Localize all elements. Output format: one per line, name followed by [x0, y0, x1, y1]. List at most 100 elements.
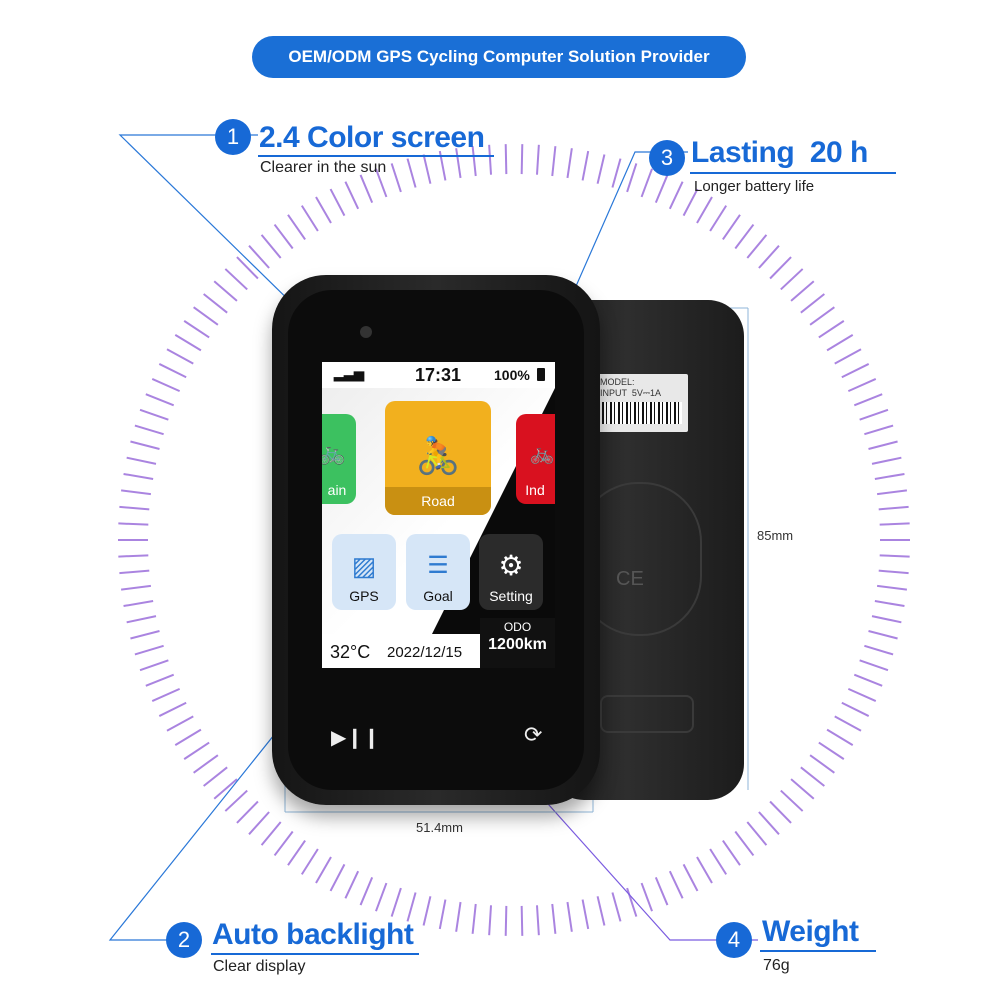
ring-tick: [329, 188, 346, 217]
ring-tick: [668, 870, 684, 899]
ring-tick: [193, 306, 219, 326]
ring-tick: [139, 408, 169, 421]
ring-tick: [853, 393, 883, 407]
ring-tick: [183, 320, 210, 339]
ring-tick: [758, 245, 780, 269]
ring-tick: [841, 363, 870, 379]
ring-tick: [581, 899, 590, 930]
ring-tick: [174, 728, 202, 746]
feature-4-title: Weight: [762, 915, 859, 948]
signal-icon: ▂▃▅: [334, 366, 364, 381]
ring-tick: [438, 899, 447, 930]
ring-tick: [130, 630, 160, 640]
tile-setting-label: Setting: [489, 588, 533, 604]
ring-tick: [746, 821, 768, 846]
ring-tick: [734, 223, 755, 250]
ring-tick: [471, 903, 477, 934]
ring-tick: [640, 168, 653, 198]
leader-line-1: [118, 134, 356, 366]
ring-tick: [859, 659, 889, 672]
ring-tick: [300, 848, 319, 875]
ring-tick: [626, 163, 638, 193]
ring-tick: [520, 905, 524, 936]
ring-tick: [151, 378, 181, 393]
ring-tick: [300, 205, 319, 232]
ring-tick: [780, 789, 804, 812]
ring-tick: [769, 256, 792, 280]
ring-tick: [853, 673, 883, 687]
ring-tick: [248, 245, 270, 269]
play-pause-icon[interactable]: ▶❙❙: [331, 727, 380, 749]
ring-tick: [315, 856, 332, 884]
feature-2-subtitle: Clear display: [213, 958, 306, 975]
tile-indoor[interactable]: 🚲 Ind: [516, 414, 555, 504]
usb-cover: [600, 695, 694, 733]
ring-tick: [166, 715, 194, 732]
tile-gps[interactable]: ▨ GPS: [332, 534, 396, 610]
ring-tick: [118, 554, 149, 558]
ring-tick: [871, 456, 902, 465]
tile-goal[interactable]: ☰ Goal: [406, 534, 470, 610]
ring-tick: [535, 144, 540, 175]
ring-tick: [213, 280, 238, 302]
bike-icon: 🚲: [322, 440, 346, 465]
ring-tick: [273, 830, 294, 857]
ring-tick: [654, 877, 669, 906]
ring-tick: [581, 150, 590, 181]
ring-tick: [696, 196, 713, 224]
ring-tick: [809, 754, 835, 774]
ring-tick: [130, 440, 160, 450]
ring-tick: [859, 408, 889, 421]
ring-tick: [682, 188, 699, 217]
ring-tick: [878, 569, 909, 575]
barcode: [602, 402, 682, 424]
indoor-bike-icon: 🚲: [529, 443, 555, 465]
ring-tick: [248, 811, 270, 835]
ring-tick: [709, 205, 728, 232]
ring-tick: [406, 158, 417, 188]
ring-tick: [769, 800, 792, 824]
ring-tick: [422, 896, 432, 926]
ring-tick: [780, 268, 804, 291]
ring-tick: [390, 163, 402, 193]
tile-goal-label: Goal: [423, 588, 453, 604]
feature-3-subtitle: Longer battery life: [694, 178, 815, 195]
screen-footer: 32°C 2022/12/15 ODO 1200km: [322, 618, 555, 668]
ring-tick: [876, 584, 908, 591]
cycle-refresh-icon[interactable]: ⟳: [524, 722, 543, 747]
ring-tick: [566, 901, 573, 932]
temperature: 32°C: [330, 642, 371, 662]
feature-3-title: Lasting 20 h: [691, 136, 868, 169]
odo-value: 1200km: [488, 636, 547, 653]
ring-tick: [871, 615, 902, 624]
ring-tick: [455, 148, 462, 179]
ring-tick: [826, 728, 854, 746]
ring-tick: [406, 892, 417, 922]
feature-4-underline: [760, 950, 876, 952]
device-screen: ▂▃▅ 17:31 100% 🚲 ain 🚴 Road 🚲 Ind ▨ GPS …: [322, 362, 555, 668]
ring-tick: [876, 489, 908, 496]
ring-tick: [344, 870, 360, 899]
feature-3-number: 3: [649, 140, 685, 176]
feature-1-number: 1: [215, 119, 251, 155]
ring-tick: [800, 293, 825, 314]
tile-setting[interactable]: ⚙ Setting: [479, 534, 543, 610]
ring-tick: [134, 644, 164, 656]
ring-tick: [535, 905, 540, 936]
back-label-model: MODEL:: [600, 377, 635, 387]
ring-tick: [260, 821, 282, 846]
feature-1-title: 2.4 Color screen: [259, 121, 485, 154]
tile-train[interactable]: 🚲 ain: [322, 414, 356, 504]
ring-tick: [847, 687, 877, 702]
ring-tick: [126, 615, 157, 624]
feature-2-title: Auto backlight: [212, 918, 414, 951]
ring-tick: [596, 896, 606, 926]
header-banner: OEM/ODM GPS Cycling Computer Solution Pr…: [252, 36, 746, 78]
ring-tick: [151, 687, 181, 702]
ring-tick: [273, 223, 294, 250]
ring-tick: [709, 848, 728, 875]
tile-road[interactable]: 🚴 Road: [385, 401, 491, 515]
feature-2-number: 2: [166, 922, 202, 958]
ring-tick: [145, 673, 175, 687]
